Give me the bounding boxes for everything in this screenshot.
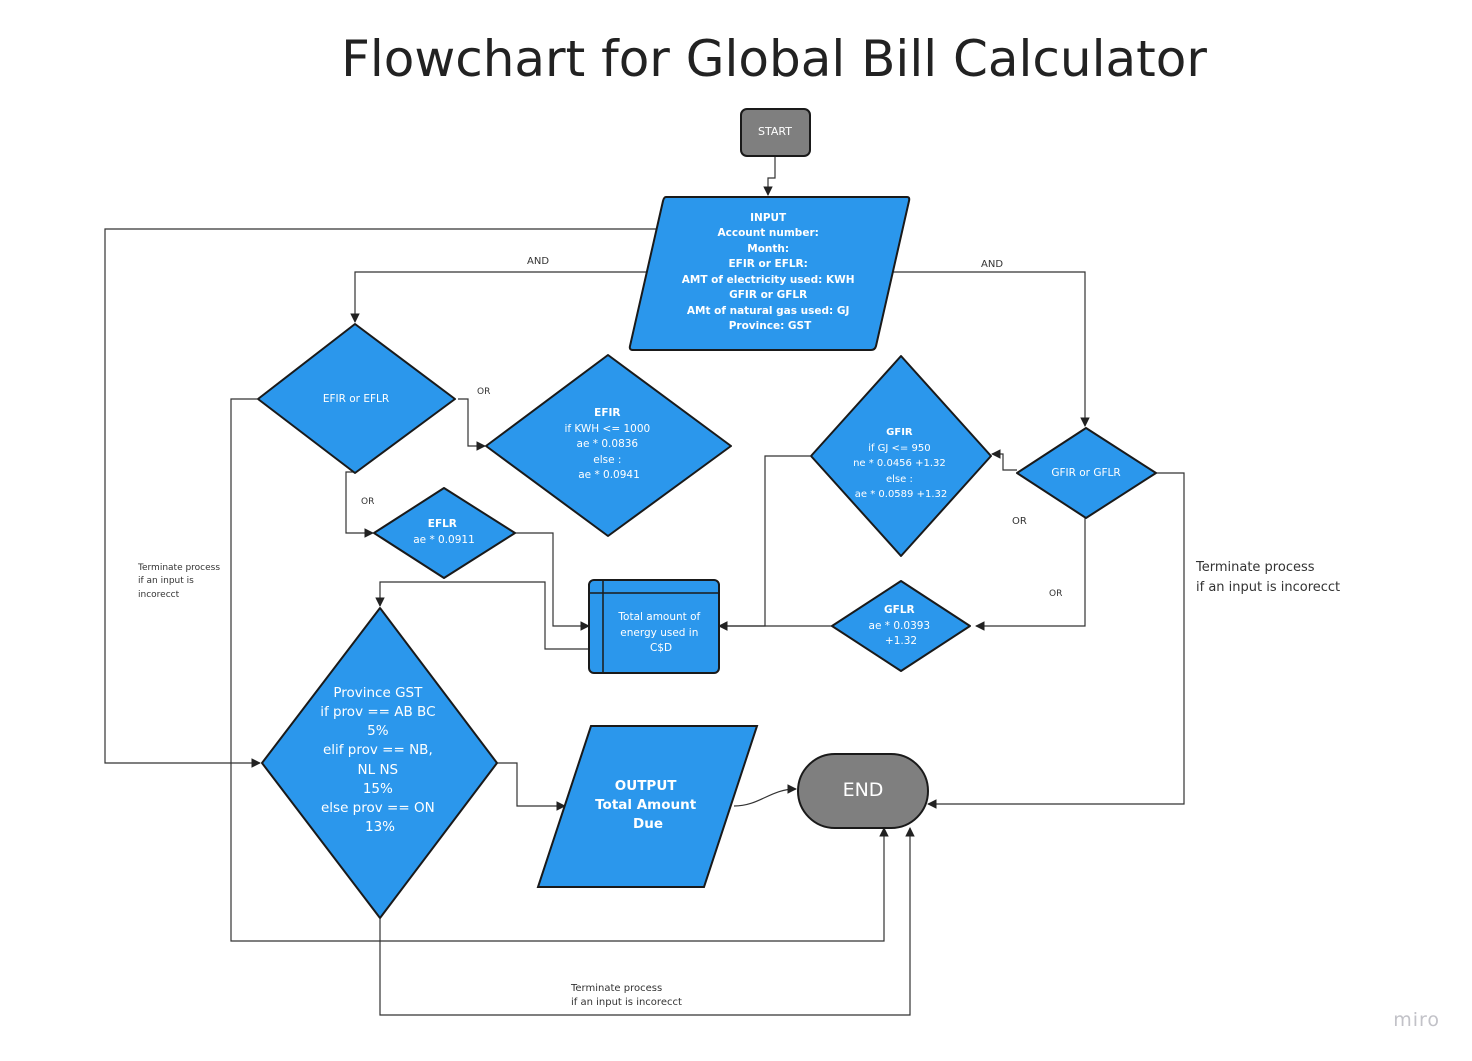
and-label-right: AND bbox=[981, 259, 1003, 270]
eflr-text: EFLR ae * 0.0911 bbox=[413, 518, 475, 546]
connector-province-end bbox=[379, 827, 915, 1016]
connector-input-gfir-or-gflr bbox=[891, 271, 1090, 427]
province-gst-decision[interactable] bbox=[261, 607, 498, 919]
terminate-label-right: Terminate process if an input is incorec… bbox=[1195, 560, 1340, 595]
shapes bbox=[257, 108, 1157, 919]
connector-eflr-total bbox=[515, 532, 590, 631]
efir-or-eflr-text: EFIR or EFLR bbox=[323, 393, 389, 405]
connector-gfir-or-gflr-gfir bbox=[991, 449, 1017, 471]
connector-gfir-or-gflr-end bbox=[927, 472, 1185, 809]
total-energy-text: Total amount of energy used in C$D bbox=[617, 611, 703, 654]
efir-decision[interactable] bbox=[485, 354, 732, 537]
gflr-text: GFLR ae * 0.0393 +1.32 bbox=[869, 604, 934, 647]
terminate-label-bottom: Terminate process if an input is incorec… bbox=[570, 983, 682, 1008]
or-label-efir: OR bbox=[477, 387, 490, 397]
connector-efir-or-eflr-efir bbox=[458, 398, 486, 451]
end-label: END bbox=[843, 779, 884, 801]
efir-or-eflr-decision[interactable] bbox=[257, 323, 456, 474]
terminate-label-left: Terminate process if an input is incorec… bbox=[137, 563, 223, 600]
connector-gfir-total bbox=[718, 455, 810, 631]
and-label-left: AND bbox=[527, 256, 549, 267]
connector-output-end bbox=[733, 784, 797, 807]
total-energy-storage[interactable] bbox=[588, 579, 720, 674]
connector-input-efir-or-eflr bbox=[350, 271, 676, 323]
eflr-decision[interactable] bbox=[373, 487, 516, 579]
input-text: INPUT Account number: Month: EFIR or EFL… bbox=[682, 212, 858, 332]
connector-gfir-or-gflr-gflr bbox=[975, 517, 1086, 631]
connector-province-output bbox=[497, 762, 566, 811]
start-terminal[interactable] bbox=[740, 108, 811, 157]
or-label-gfir: OR bbox=[1012, 516, 1027, 527]
page-title: Flowchart for Global Bill Calculator bbox=[341, 30, 1207, 88]
shape-texts: START INPUT Account number: Month: EFIR … bbox=[320, 125, 1120, 835]
or-label-gflr: OR bbox=[1049, 589, 1062, 599]
gflr-decision[interactable] bbox=[831, 580, 971, 672]
connector-efir-or-eflr-eflr bbox=[345, 471, 374, 538]
connector-input-province bbox=[104, 228, 657, 768]
connector-efir-or-eflr-end bbox=[230, 398, 889, 942]
gfir-or-gflr-decision[interactable] bbox=[1016, 427, 1157, 519]
gfir-text: GFIR if GJ <= 950 ne * 0.0456 +1.32 else… bbox=[853, 427, 949, 500]
start-label: START bbox=[758, 125, 792, 138]
output-text: OUTPUT Total Amount Due bbox=[595, 778, 701, 832]
end-terminal[interactable] bbox=[797, 753, 929, 829]
input-parallelogram[interactable] bbox=[628, 196, 911, 351]
connector-labels: AND AND OR OR OR OR Terminate process if… bbox=[137, 256, 1340, 1008]
connectors bbox=[104, 156, 1185, 1016]
gfir-or-gflr-text: GFIR or GFLR bbox=[1051, 467, 1120, 479]
connector-total-province bbox=[375, 581, 589, 650]
gfir-decision[interactable] bbox=[810, 355, 992, 557]
efir-text: EFIR if KWH <= 1000 ae * 0.0836 else : a… bbox=[564, 407, 653, 481]
miro-watermark: miro bbox=[1393, 1009, 1440, 1031]
or-label-eflr: OR bbox=[361, 497, 374, 507]
connector-start-input bbox=[763, 156, 776, 196]
output-parallelogram[interactable] bbox=[536, 725, 759, 888]
province-gst-text: Province GST if prov == AB BC 5% elif pr… bbox=[320, 685, 440, 835]
